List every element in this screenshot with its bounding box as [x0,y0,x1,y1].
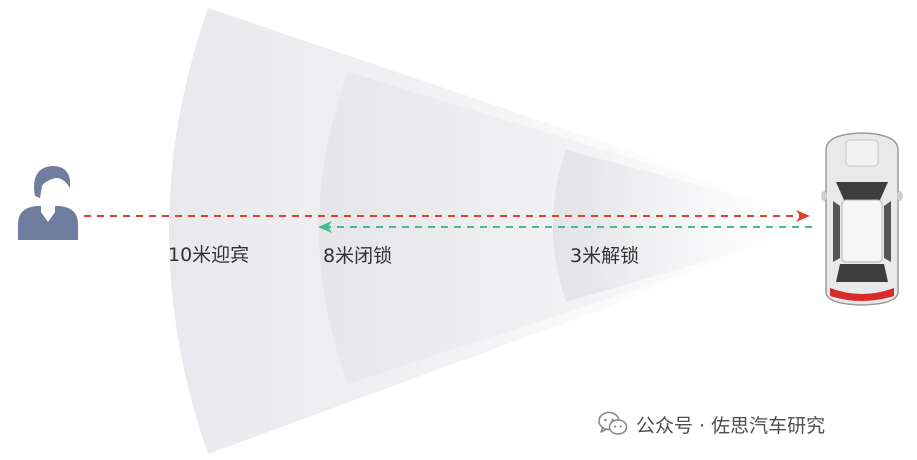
zone-8m-label: 8米闭锁 [323,245,393,267]
person-icon [18,166,78,240]
wechat-icon [598,411,628,435]
zone-3m-label: 3米解锁 [570,245,640,267]
car-icon [821,132,903,306]
watermark: 公众号 · 佐思汽车研究 [598,409,825,439]
zone-10m-label: 10米迎宾 [168,244,250,266]
watermark-text: 公众号 · 佐思汽车研究 [636,414,826,437]
